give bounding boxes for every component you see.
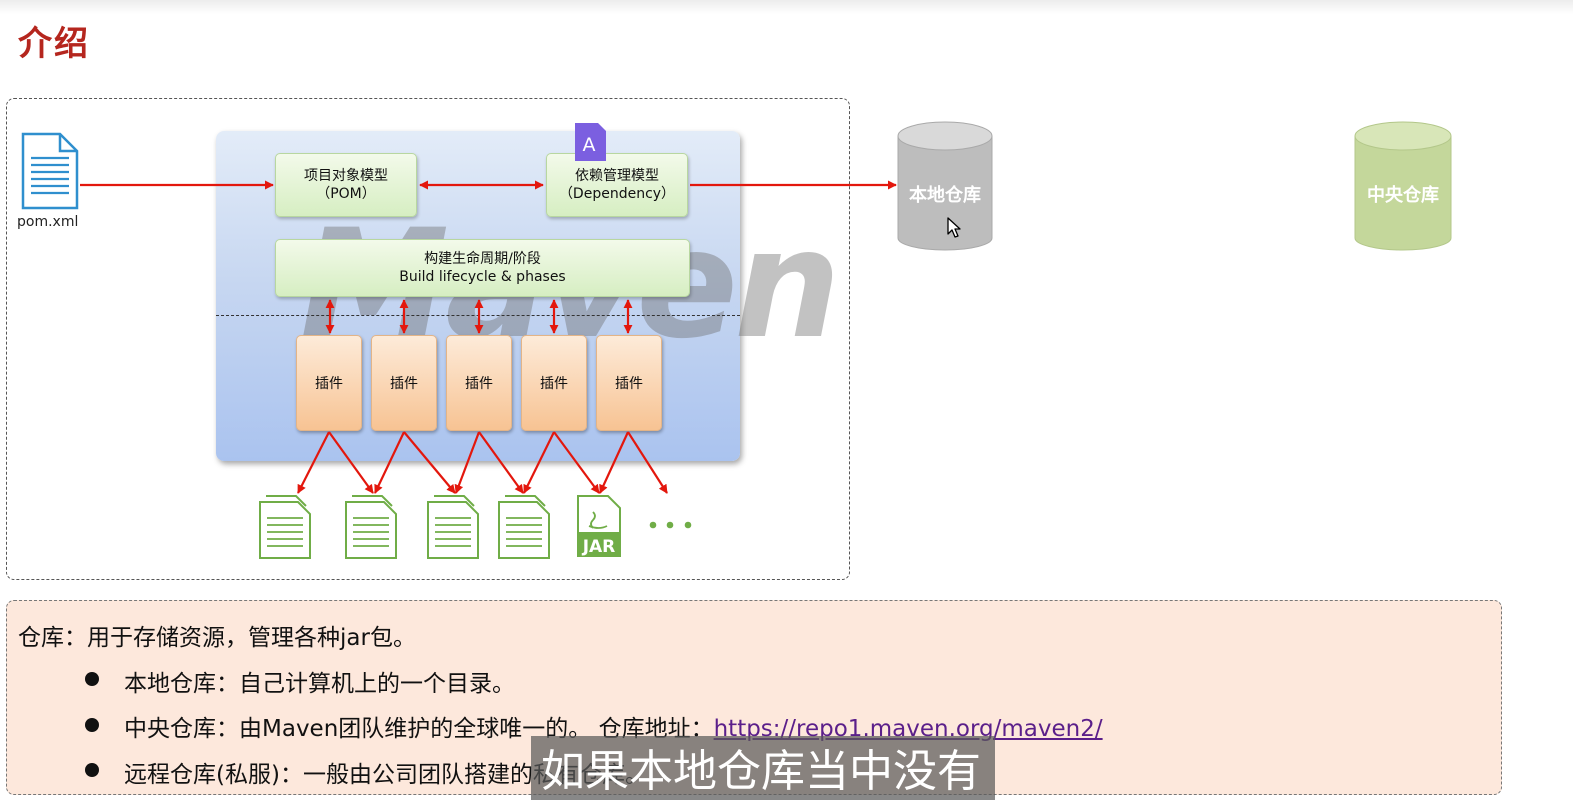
plugin-box-2: 插件 [371,335,437,431]
pom-box-line1: 项目对象模型 [304,168,388,184]
plugin-output-arrows [297,431,668,494]
pom-file-label: pom.xml [17,214,79,230]
ellipsis-icon [649,521,692,529]
info-intro: 仓库：用于存储资源，管理各种jar包。 [18,625,416,651]
lifecycle-box-line2: Build lifecycle & phases [399,269,566,285]
mouse-cursor-icon [947,217,961,238]
lifecycle-box-line1: 构建生命周期/阶段 [424,251,541,267]
document-icon [21,132,79,210]
diagram-frame [6,98,850,580]
pom-box: 项目对象模型 （POM） [275,153,417,217]
video-subtitle: 如果本地仓库当中没有 [531,736,995,800]
badge-label: A [583,134,596,156]
local-repo-cylinder [897,121,993,251]
jar-file-icon: JAR [577,495,621,557]
plugin-box-3: 插件 [446,335,512,431]
lifecycle-plugin-arrows [325,299,633,334]
bullet-icon [85,672,99,686]
output-file-icons [259,495,550,559]
plugin-box-5: 插件 [596,335,662,431]
info-item-local: 本地仓库：自己计算机上的一个目录。 [124,671,515,697]
page-title: 介绍 [18,24,90,64]
local-repo-label: 本地仓库 [909,185,981,206]
dependency-box-line2: （Dependency） [558,186,676,202]
central-repo-label: 中央仓库 [1367,185,1439,206]
dependency-box-line1: 依赖管理模型 [575,168,659,184]
central-repo-cylinder [1354,121,1452,251]
output-file-icon-4 [498,495,550,559]
dependency-box: 依赖管理模型 （Dependency） [546,153,688,217]
output-file-icon-2 [345,495,397,559]
lifecycle-box: 构建生命周期/阶段 Build lifecycle & phases [275,239,690,297]
plugin-box-4: 插件 [521,335,587,431]
bullet-icon [85,763,99,777]
output-file-icon-3 [427,495,479,559]
pom-box-line2: （POM） [316,186,376,202]
bullet-icon [85,718,99,732]
top-bar [0,0,1573,14]
badge-icon: A [575,123,606,161]
plugin-box-1: 插件 [296,335,362,431]
output-file-icon-1 [259,495,311,559]
jar-label: JAR [582,537,616,557]
